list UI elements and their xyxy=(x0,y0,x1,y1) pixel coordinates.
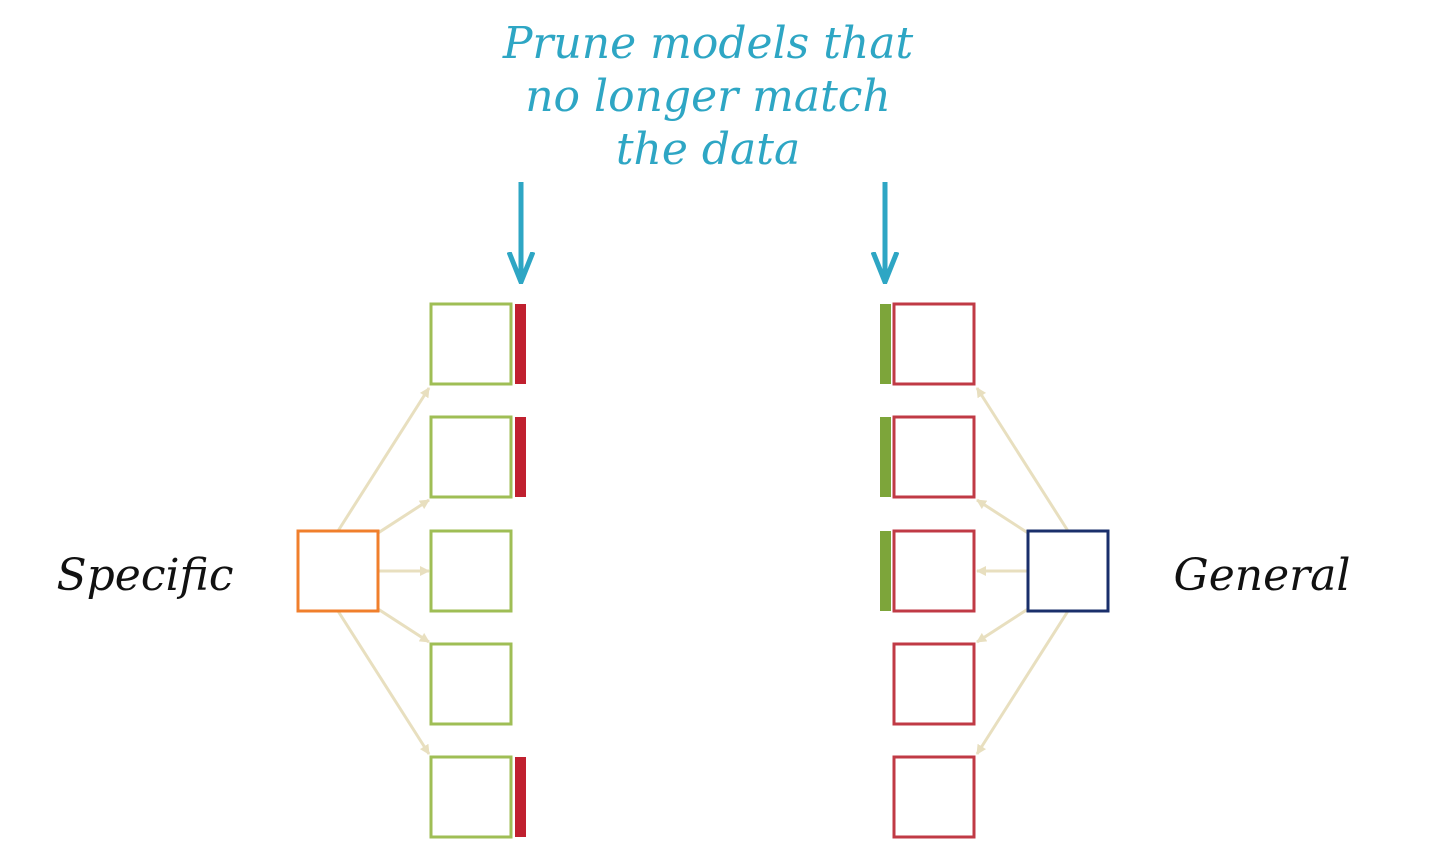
general-box-4 xyxy=(892,642,976,726)
specific-edge-5 xyxy=(336,610,431,755)
specific-prune-marker-2 xyxy=(515,417,526,497)
specific-edge-2 xyxy=(377,498,430,535)
general-edge-2 xyxy=(976,498,1029,535)
specific-prune-markers xyxy=(515,304,526,837)
general-prune-marker-1 xyxy=(880,304,891,384)
general-prune-marker-3 xyxy=(880,531,891,611)
general-label: General xyxy=(1174,550,1351,601)
general-box-5 xyxy=(892,755,976,839)
general-hypotheses xyxy=(892,302,976,839)
specific-box-3 xyxy=(429,529,513,613)
specific-edges xyxy=(336,387,431,755)
general-box-1 xyxy=(892,302,976,386)
specific-box-4 xyxy=(429,642,513,726)
general-box-3 xyxy=(892,529,976,613)
specific-label: Specific xyxy=(56,550,233,601)
annotation-line-2: no longer match xyxy=(525,71,891,122)
annotation-line-1: Prune models that xyxy=(502,18,914,69)
prune-annotation: Prune models that no longer match the da… xyxy=(502,18,914,175)
specific-source-box xyxy=(296,529,380,613)
specific-box-1 xyxy=(429,302,513,386)
specific-edge-4 xyxy=(377,607,430,644)
general-edge-4 xyxy=(976,607,1029,644)
specific-prune-marker-1 xyxy=(515,304,526,384)
general-edges xyxy=(975,387,1070,755)
general-edge-5 xyxy=(975,610,1070,755)
general-prune-markers xyxy=(880,304,891,611)
general-box-2 xyxy=(892,415,976,499)
annotation-line-3: the data xyxy=(616,124,800,175)
specific-box-5 xyxy=(429,755,513,839)
general-prune-marker-2 xyxy=(880,417,891,497)
general-source-box xyxy=(1026,529,1110,613)
general-edge-1 xyxy=(975,387,1070,532)
specific-hypotheses xyxy=(429,302,513,839)
specific-box-2 xyxy=(429,415,513,499)
specific-edge-1 xyxy=(336,387,431,532)
specific-prune-marker-5 xyxy=(515,757,526,837)
